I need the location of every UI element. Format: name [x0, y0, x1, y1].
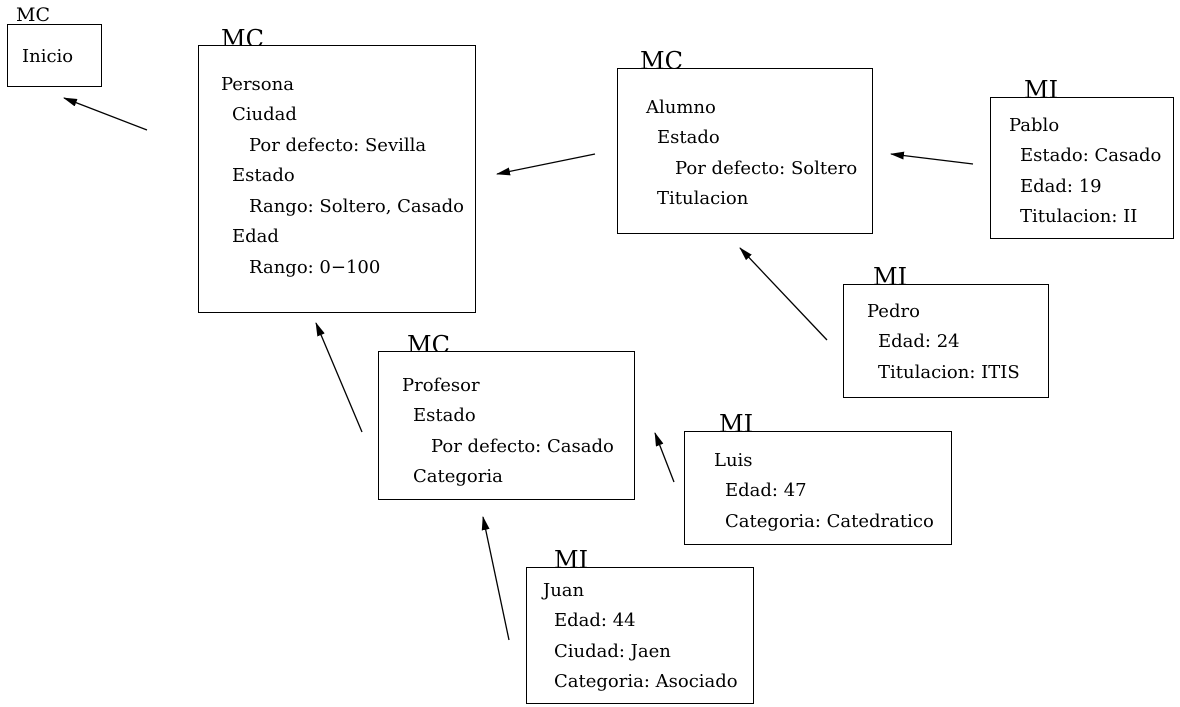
node-attribute: Estado: Casado: [1020, 145, 1162, 166]
node-attribute: Titulacion: ITIS: [878, 362, 1020, 383]
node-attribute: Titulacion: [657, 188, 749, 209]
node-pablo: Pablo Estado: Casado Edad: 19 Titulacion…: [990, 97, 1174, 239]
node-attribute-value: Rango: 0−100: [249, 257, 381, 278]
node-attribute: Categoria: [413, 466, 503, 487]
node-title: Alumno: [646, 97, 716, 118]
node-attribute: Estado: [657, 127, 720, 148]
node-attribute: Edad: [232, 226, 279, 247]
node-profesor: Profesor Estado Por defecto: Casado Cate…: [378, 351, 635, 500]
node-attribute: Categoria: Asociado: [554, 671, 738, 692]
node-title: Pedro: [867, 301, 920, 322]
arrow-pedro-to-alumno: [739, 247, 828, 341]
node-attribute: Estado: [413, 405, 476, 426]
node-attribute: Ciudad: [232, 104, 297, 125]
node-attribute-value: Por defecto: Casado: [431, 436, 614, 457]
node-attribute: Estado: [232, 165, 295, 186]
node-inicio: Inicio: [7, 24, 102, 87]
node-attribute: Titulacion: II: [1020, 206, 1138, 227]
node-juan: Juan Edad: 44 Ciudad: Jaen Categoria: As…: [526, 567, 754, 704]
node-attribute: Edad: 44: [554, 610, 636, 631]
node-attribute: Edad: 47: [725, 480, 807, 501]
node-title: Profesor: [402, 375, 480, 396]
node-title: Juan: [543, 580, 585, 601]
node-attribute-value: Rango: Soltero, Casado: [249, 196, 464, 217]
node-persona: Persona Ciudad Por defecto: Sevilla Esta…: [198, 45, 476, 313]
node-luis: Luis Edad: 47 Categoria: Catedratico: [684, 431, 952, 545]
node-title: Inicio: [22, 46, 74, 67]
arrow-profesor-to-persona: [315, 322, 363, 433]
node-attribute-value: Por defecto: Sevilla: [249, 135, 427, 156]
arrow-juan-to-profesor: [481, 516, 510, 641]
arrow-persona-to-inicio: [63, 97, 148, 131]
node-title: Luis: [714, 450, 753, 471]
arrow-luis-to-profesor: [654, 432, 675, 483]
node-attribute: Categoria: Catedratico: [725, 511, 934, 532]
arrow-alumno-to-persona: [496, 153, 596, 176]
node-alumno: Alumno Estado Por defecto: Soltero Titul…: [617, 68, 873, 234]
node-attribute: Edad: 24: [878, 331, 960, 352]
node-attribute: Ciudad: Jaen: [554, 641, 671, 662]
node-pedro: Pedro Edad: 24 Titulacion: ITIS: [843, 284, 1049, 398]
arrow-pablo-to-alumno: [890, 151, 974, 165]
node-title: Persona: [221, 74, 294, 95]
node-tag-inicio: MC: [16, 4, 50, 26]
node-title: Pablo: [1009, 115, 1060, 136]
node-attribute-value: Por defecto: Soltero: [675, 158, 858, 179]
node-attribute: Edad: 19: [1020, 176, 1102, 197]
